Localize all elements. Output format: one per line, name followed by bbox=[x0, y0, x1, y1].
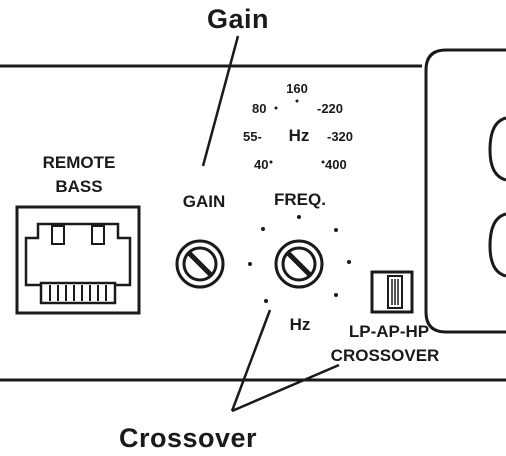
crossover-slide-switch[interactable] bbox=[370, 270, 414, 314]
freq-knob-dots bbox=[261, 215, 351, 303]
crossover-pointer-to-switch bbox=[231, 363, 340, 413]
gain-pointer-line bbox=[201, 35, 240, 167]
scale-center-unit: Hz bbox=[289, 126, 310, 145]
side-housing bbox=[424, 48, 506, 334]
freq-knob[interactable] bbox=[274, 239, 324, 289]
port-contacts bbox=[49, 285, 107, 301]
crossover-label-line1: LP-AP-HP bbox=[349, 322, 429, 341]
crossover-label-line2: CROSSOVER bbox=[331, 346, 440, 365]
scale-mark-160: 160 bbox=[286, 81, 308, 96]
scale-mark-55: 55- bbox=[243, 129, 262, 144]
freq-knob-unit: Hz bbox=[290, 315, 311, 334]
gain-scale-dot bbox=[248, 262, 252, 266]
remote-bass-port[interactable] bbox=[15, 205, 141, 315]
frequency-scale: 160 80 -220 55- Hz -320 40 400 bbox=[243, 81, 353, 172]
crossover-callout: Crossover bbox=[119, 423, 257, 453]
gain-knob[interactable] bbox=[175, 239, 225, 289]
scale-mark-40: 40 bbox=[254, 157, 268, 172]
housing-knob-bottom bbox=[488, 212, 506, 278]
scale-mark-220: -220 bbox=[317, 101, 343, 116]
gain-callout: Gain bbox=[207, 4, 269, 34]
freq-knob-label: FREQ. bbox=[274, 190, 326, 209]
scale-mark-80: 80 bbox=[252, 101, 266, 116]
gain-knob-label: GAIN bbox=[183, 192, 226, 211]
scale-mark-320: -320 bbox=[327, 129, 353, 144]
remote-label-line1: REMOTE bbox=[43, 153, 116, 172]
scale-mark-400: 400 bbox=[325, 157, 347, 172]
housing-knob-top bbox=[488, 116, 506, 182]
crossover-pointer-to-knob bbox=[230, 309, 272, 412]
remote-label-line2: BASS bbox=[55, 177, 102, 196]
